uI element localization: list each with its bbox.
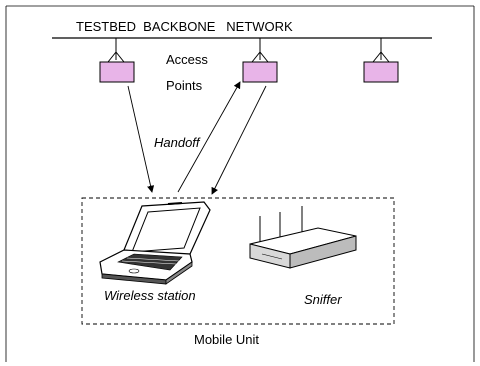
mobile-unit-label: Mobile Unit (194, 332, 259, 347)
handoff-label: Handoff (154, 135, 201, 150)
laptop-icon (99, 201, 211, 285)
access-points-label-line2: Points (166, 78, 203, 93)
sniffer-label: Sniffer (304, 292, 342, 307)
arrow-ap-middle-to-station (211, 85, 267, 195)
mobile-unit-box (81, 197, 395, 325)
arrow-ap-left-to-station (127, 85, 155, 193)
access-points-label-line1: Access (166, 52, 208, 67)
arrow-station-to-ap-middle (177, 81, 241, 193)
access-point-middle (242, 38, 278, 83)
access-point-right (363, 38, 399, 83)
wireless-station-label: Wireless station (104, 288, 196, 303)
backbone-title: TESTBED BACKBONE NETWORK (76, 19, 293, 34)
access-point-left (99, 38, 135, 83)
sniffer-device-icon (249, 206, 357, 269)
